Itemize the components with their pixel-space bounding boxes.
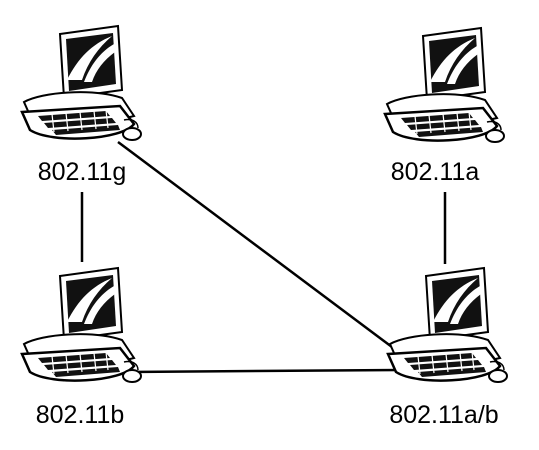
link-b-ab bbox=[121, 368, 403, 374]
node-label-802-11ab: 802.11a/b bbox=[389, 401, 499, 429]
computer-802-11g-icon bbox=[20, 24, 143, 142]
node-label-802-11b: 802.11b bbox=[35, 401, 125, 429]
link-g-ab bbox=[117, 140, 397, 352]
computer-802-11ab-icon bbox=[386, 266, 509, 384]
computer-802-11a-icon bbox=[383, 26, 506, 144]
connection-lines bbox=[80, 140, 447, 374]
computer-802-11b-icon bbox=[20, 266, 143, 384]
node-label-802-11g: 802.11g bbox=[37, 158, 127, 186]
node-label-802-11a: 802.11a bbox=[390, 158, 480, 186]
